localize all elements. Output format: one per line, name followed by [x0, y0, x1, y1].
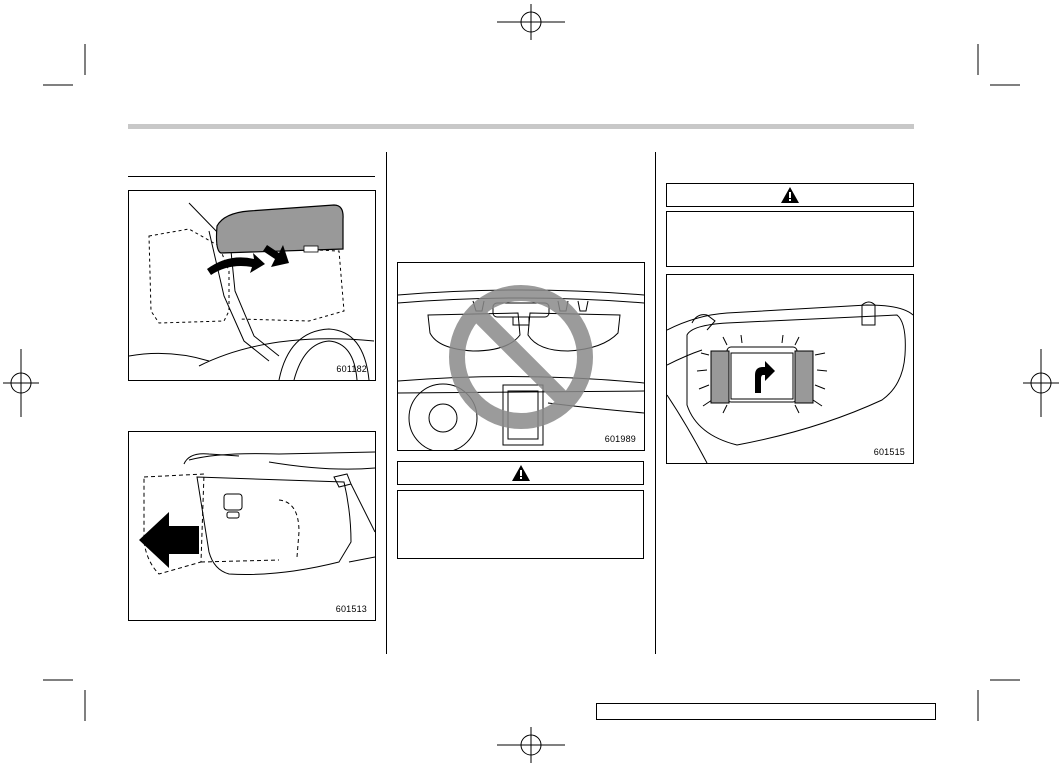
section-heading-rule — [128, 176, 375, 177]
warning-header-middle — [397, 461, 644, 485]
figure-visor-swing-side: 601182 — [128, 190, 376, 381]
figure-code: 601513 — [335, 604, 367, 614]
warning-triangle-icon — [781, 187, 799, 203]
visor-prohibited-illustration — [398, 285, 644, 450]
registration-mark-top — [497, 4, 565, 40]
figure-code: 601989 — [604, 434, 636, 444]
figure-code: 601515 — [873, 447, 905, 457]
registration-mark-right — [1023, 349, 1059, 417]
visor-swing-illustration — [129, 202, 375, 380]
warning-triangle-icon — [511, 465, 530, 481]
registration-mark-bottom — [497, 727, 565, 763]
column-divider-right — [655, 152, 656, 654]
figure-visor-prohibited: 601989 — [397, 262, 645, 451]
figure-vanity-mirror: 601515 — [666, 274, 914, 464]
warning-header-right — [666, 183, 914, 207]
visor-extension-illustration — [139, 451, 375, 575]
footer-box — [596, 703, 936, 720]
figure-visor-extension: 601513 — [128, 431, 376, 621]
column-divider-left — [386, 152, 387, 654]
header-bar — [128, 124, 914, 129]
registration-mark-left — [3, 349, 39, 417]
warning-body-right — [666, 211, 914, 267]
prohibited-icon — [449, 285, 593, 429]
figure-code: 601182 — [336, 364, 367, 374]
vanity-mirror-illustration — [667, 301, 913, 463]
warning-body-middle — [397, 490, 644, 559]
